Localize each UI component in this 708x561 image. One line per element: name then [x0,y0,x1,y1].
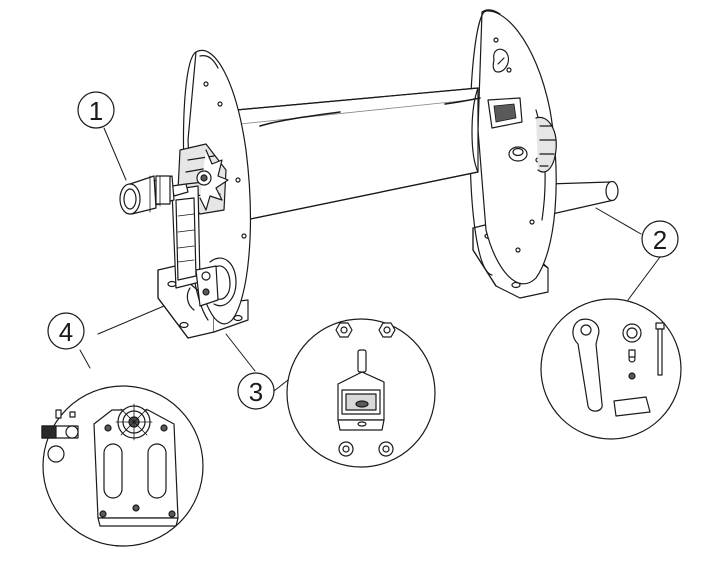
left-hub-gear [171,143,237,311]
mounting-plate [93,409,179,527]
callout-1: 1 [77,91,115,129]
callout-2: 2 [641,220,679,258]
small-key [69,411,76,418]
drum [235,87,481,223]
hex-bolt-top-left [335,322,353,338]
axle-cap [119,175,189,215]
bracket [337,371,385,431]
hose-reel-assembly [119,9,619,339]
callout-1-label: 1 [89,96,103,126]
nut-bottom-left [338,441,354,457]
detail-4-gear-plate-kit [41,385,204,547]
crank-knob [622,323,642,380]
callout-3-label: 3 [249,377,263,407]
gear [115,403,153,441]
right-shaft [547,180,619,215]
crank-grip [613,396,651,417]
callout-4-label: 4 [59,317,73,347]
washer [47,445,65,463]
detail-3-bracket-kit [286,318,436,468]
detail-2-crank-kit [540,298,682,440]
crank-arm [572,318,603,412]
callout-2-label: 2 [653,225,667,255]
small-pin [55,409,62,419]
callout-3: 3 [237,372,275,410]
detent-knob [41,425,79,439]
nut-bottom-right [378,441,394,457]
hex-bolt-top-right [378,322,396,338]
leader-lines [79,127,661,392]
bracket-pin [357,349,367,373]
crank-bolt [655,322,665,376]
callout-4: 4 [47,312,85,350]
